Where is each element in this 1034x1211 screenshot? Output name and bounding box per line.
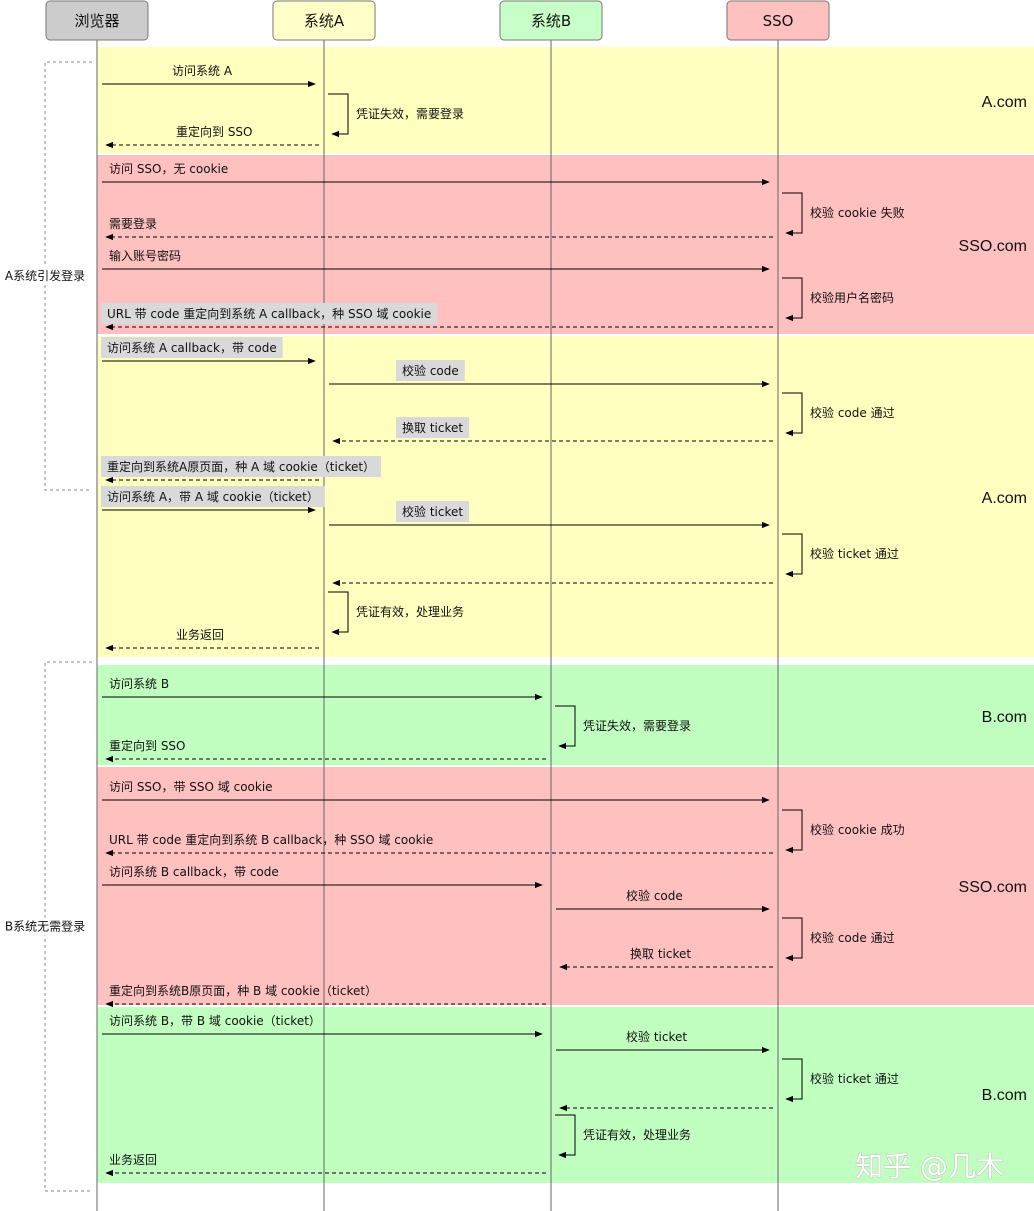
- message-label: 凭证有效，处理业务: [583, 1127, 691, 1142]
- message-label: 凭证有效，处理业务: [356, 604, 464, 619]
- message-label: 校验 ticket: [402, 504, 463, 519]
- participant-name: 系统B: [531, 12, 571, 30]
- message-label: 校验 ticket 通过: [810, 1071, 899, 1086]
- participant-box: [726, 0, 830, 41]
- message-label: URL 带 code 重定向到系统 B callback，种 SSO 域 coo…: [109, 832, 433, 847]
- message-label: 重定向到系统B原页面，种 B 域 cookie（ticket）: [109, 983, 377, 998]
- message-label: 校验 code: [402, 363, 459, 378]
- message-label-bg: [101, 456, 382, 477]
- group-label: B系统无需登录: [5, 919, 85, 934]
- message-label: 凭证失效，需要登录: [356, 106, 464, 121]
- message-label: 重定向到 SSO: [109, 738, 186, 753]
- self-message-arrow: [782, 917, 803, 962]
- self-message-arrow: [782, 392, 803, 437]
- self-message-arrow: [328, 93, 349, 138]
- watermark: 知乎 @几木: [855, 1150, 1004, 1183]
- message-label: 校验 code 通过: [810, 930, 895, 945]
- self-message-arrow: [555, 705, 576, 750]
- zone-domain-label: A.com: [982, 490, 1027, 507]
- zone-b-com: [97, 665, 1034, 765]
- message-label-bg: [101, 303, 438, 324]
- message-label: 校验用户名密码: [810, 290, 894, 305]
- self-message-arrow: [782, 533, 803, 578]
- self-message-arrow: [782, 1058, 803, 1103]
- group-label: A系统引发登录: [5, 268, 85, 283]
- message-label: 访问系统 A: [172, 64, 233, 78]
- lifelines: [96, 40, 779, 1211]
- message-label: 访问 SSO，带 SSO 域 cookie: [109, 780, 273, 794]
- message-label-bg: [101, 486, 325, 507]
- participant-name: 系统A: [304, 12, 345, 30]
- message-label: 凭证失效，需要登录: [583, 718, 691, 733]
- message-label: 访问系统 A callback，带 code: [107, 341, 277, 355]
- self-message-arrow: [555, 1114, 576, 1159]
- self-message-arrow: [328, 591, 349, 636]
- message-label: 换取 ticket: [630, 947, 691, 961]
- message-label: 访问系统 B callback，带 code: [109, 865, 279, 879]
- message-label: URL 带 code 重定向到系统 A callback，种 SSO 域 coo…: [107, 306, 431, 321]
- participant-box: [45, 0, 149, 41]
- message-label: 校验 code 通过: [810, 405, 895, 420]
- group-label-bg: [2, 267, 88, 285]
- zone-a-com: [97, 47, 1034, 153]
- message-label-bg: [396, 417, 470, 438]
- participant-box: [272, 0, 376, 41]
- self-message-arrow: [782, 192, 803, 237]
- self-message-arrow: [782, 809, 803, 854]
- participant-headers: 浏览器 系统A 系统B SSO: [45, 0, 830, 41]
- message-label-bg: [396, 501, 470, 522]
- zone-sso-com: [97, 767, 1034, 1005]
- message-label: 重定向到 SSO: [176, 124, 253, 139]
- message-label: 访问系统 B，带 B 域 cookie（ticket）: [109, 1014, 321, 1028]
- participant-box: [499, 0, 603, 41]
- message-label: 访问 SSO，无 cookie: [109, 162, 228, 176]
- message-label: 输入账号密码: [109, 248, 181, 263]
- groups: A系统引发登录 B系统无需登录: [2, 61, 92, 1192]
- message-label: 业务返回: [176, 627, 224, 642]
- self-message-arrow: [782, 277, 803, 322]
- zone-domain-label: A.com: [982, 94, 1027, 111]
- message-label: 访问系统 B: [109, 677, 169, 691]
- message-label: 校验 cookie 失败: [810, 205, 905, 220]
- message-label-bg: [396, 360, 465, 381]
- zone-domain-label: B.com: [982, 709, 1027, 726]
- message-label-bg: [101, 337, 283, 358]
- message-label: 校验 cookie 成功: [810, 822, 905, 837]
- zone-domain-label: SSO.com: [959, 879, 1027, 896]
- participant-name: SSO: [763, 12, 794, 30]
- message-label: 重定向到系统A原页面，种 A 域 cookie（ticket）: [107, 459, 375, 474]
- message-label: 需要登录: [109, 216, 157, 231]
- zone-domain-label: B.com: [982, 1087, 1027, 1104]
- message-label: 校验 ticket: [626, 1029, 687, 1044]
- message-label: 校验 ticket 通过: [810, 546, 899, 561]
- participant-name: 浏览器: [74, 12, 119, 30]
- message-label: 校验 code: [626, 888, 683, 903]
- message-label: 访问系统 A，带 A 域 cookie（ticket）: [107, 490, 319, 504]
- group-label-bg: [2, 917, 88, 936]
- zone-domain-label: SSO.com: [959, 238, 1027, 255]
- message-label: 业务返回: [109, 1152, 157, 1167]
- message-label: 换取 ticket: [402, 421, 463, 435]
